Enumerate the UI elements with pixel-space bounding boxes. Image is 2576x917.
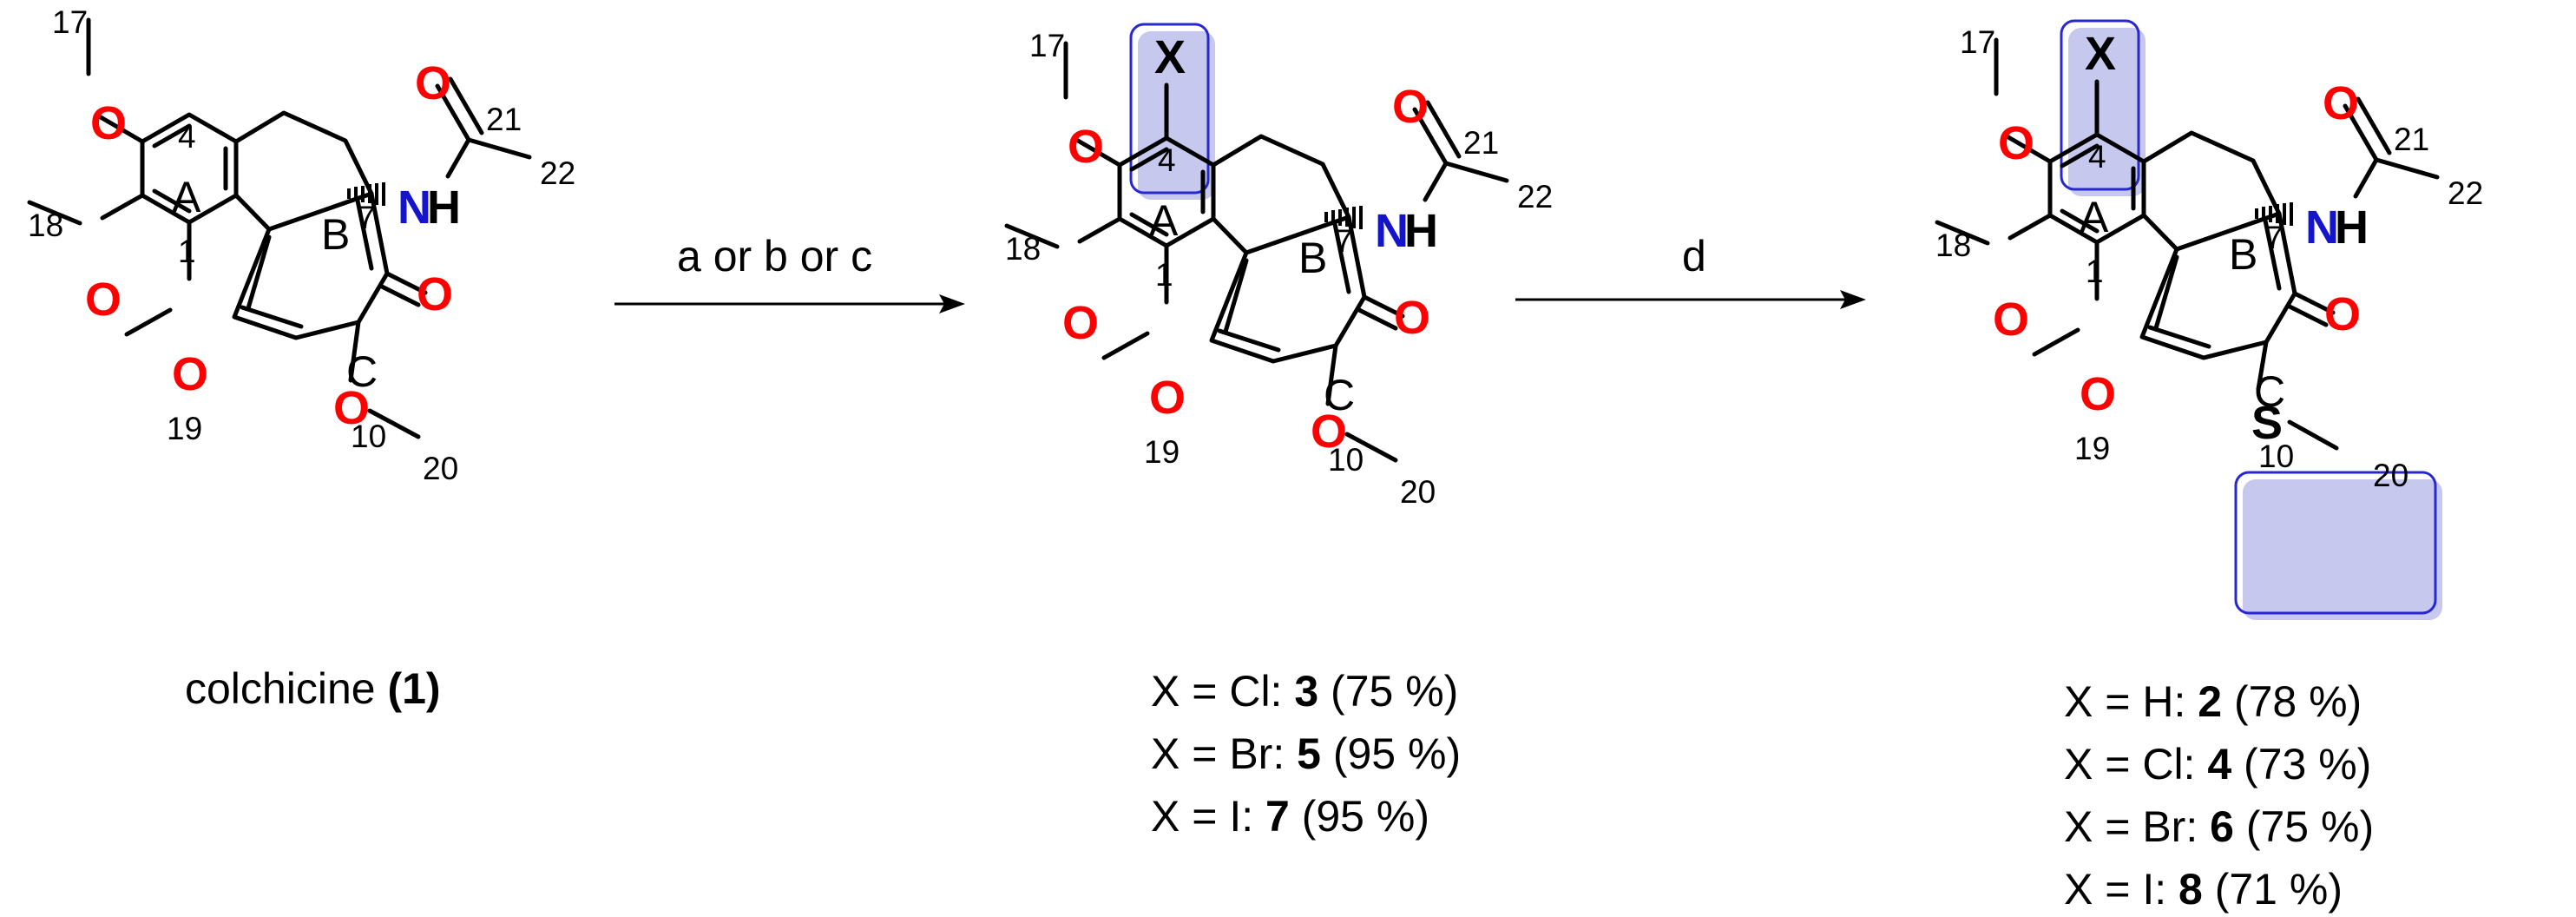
c1-hydrogen: H [427,181,461,234]
compound-1-structure [27,17,532,439]
reaction-arrow-1 [614,294,965,313]
right-oxygen-18: O [1993,294,2029,346]
c1-oxygen-ketone: O [417,268,453,320]
product-mid-1: X = Br: 5 (95 %) [1151,729,1461,778]
c1-oxygen-18: O [85,274,122,326]
mid-num-4: 4 [1158,142,1176,178]
mid-oxygen-18: O [1062,297,1099,349]
c1-oxygen-amide: O [415,57,451,109]
halogen-highlight-mid [1129,23,1215,200]
c1-num-17: 17 [52,4,88,40]
reagent-d-label: d [1682,232,1706,280]
c1-nitrogen: N [398,181,431,234]
mid-num-18: 18 [1005,231,1041,267]
mid-oxygen-19: O [1149,372,1186,424]
mid-num-22: 22 [1517,179,1553,214]
c1-num-22: 22 [540,155,575,191]
product-right-2: X = Br: 6 (75 %) [2064,802,2374,851]
c1-num-7: 7 [358,200,376,235]
right-num-7: 7 [2265,220,2284,255]
right-num-4: 4 [2088,139,2106,175]
reaction-arrow-2 [1515,290,1866,309]
mid-num-7: 7 [1335,223,1353,259]
c1-num-18: 18 [28,208,63,243]
c1-num-21: 21 [486,102,522,137]
product-mid-2: X = I: 7 (95 %) [1151,792,1429,841]
mid-num-1: 1 [1155,257,1173,293]
halogen-highlight-right [2060,19,2146,196]
mid-hydrogen: H [1404,205,1438,257]
c1-num-4: 4 [178,119,196,155]
product-right-0: X = H: 2 (78 %) [2064,677,2362,726]
right-oxygen-17: O [1998,117,2034,169]
c7-hashed-bond [1324,206,1363,229]
mid-ring-a-label: A [1149,196,1179,245]
reagent-a-b-c-label: a or b or c [677,232,872,280]
mid-num-19: 19 [1144,434,1180,470]
c1-num-1: 1 [178,234,196,269]
thiomethyl-highlight [2234,471,2442,620]
right-num-19: 19 [2074,431,2110,466]
mid-nitrogen: N [1375,205,1409,257]
mid-ring-c-label: C [1324,371,1355,419]
c7-hashed-bond [347,182,385,206]
right-ring-c-label: C [2254,367,2285,416]
mid-oxygen-ketone: O [1394,292,1430,344]
c1-oxygen-17: O [90,97,127,149]
right-ring-b-label: B [2229,230,2257,279]
right-num-18: 18 [1935,228,1971,263]
right-num-21: 21 [2394,122,2429,157]
mid-num-10: 10 [1328,442,1364,478]
right-num-1: 1 [2086,254,2104,289]
right-num-20: 20 [2373,458,2408,493]
right-hydrogen: H [2335,201,2369,254]
c1-ring-b-label: B [321,210,350,259]
right-oxygen-amide: O [2323,77,2359,129]
c1-num-19: 19 [167,411,202,446]
right-num-10: 10 [2258,439,2294,474]
right-oxygen-19: O [2080,368,2116,420]
mid-oxygen-amide: O [1392,81,1429,133]
c1-ring-c-label: C [346,347,378,396]
mid-num-21: 21 [1463,125,1499,161]
c1-num-20: 20 [423,451,458,486]
c1-num-10: 10 [351,419,386,454]
right-num-17: 17 [1960,24,1995,60]
compound-right-structure [1935,37,2440,451]
mid-ring-b-label: B [1298,234,1327,282]
c1-oxygen-19: O [172,348,208,400]
c1-oxygen-20: O [333,382,370,434]
compound-mid-structure [1004,41,1509,463]
right-oxygen-ketone: O [2324,288,2361,340]
right-num-22: 22 [2448,175,2483,211]
right-nitrogen: N [2305,201,2339,254]
compound-1-caption: colchicine (1) [185,664,441,713]
product-right-1: X = Cl: 4 (73 %) [2064,740,2371,788]
c7-hashed-bond [2255,202,2293,226]
product-mid-0: X = Cl: 3 (75 %) [1151,667,1458,716]
right-halogen-x: X [2085,28,2116,80]
mid-num-20: 20 [1400,474,1436,510]
c1-ring-a-label: A [172,173,201,221]
mid-halogen-x: X [1154,31,1186,83]
right-sulfur: S [2251,397,2283,449]
mid-oxygen-17: O [1068,121,1104,173]
right-ring-a-label: A [2080,193,2109,241]
mid-num-17: 17 [1029,28,1065,63]
mid-oxygen-20: O [1311,406,1347,458]
product-right-3: X = I: 8 (71 %) [2064,865,2343,914]
